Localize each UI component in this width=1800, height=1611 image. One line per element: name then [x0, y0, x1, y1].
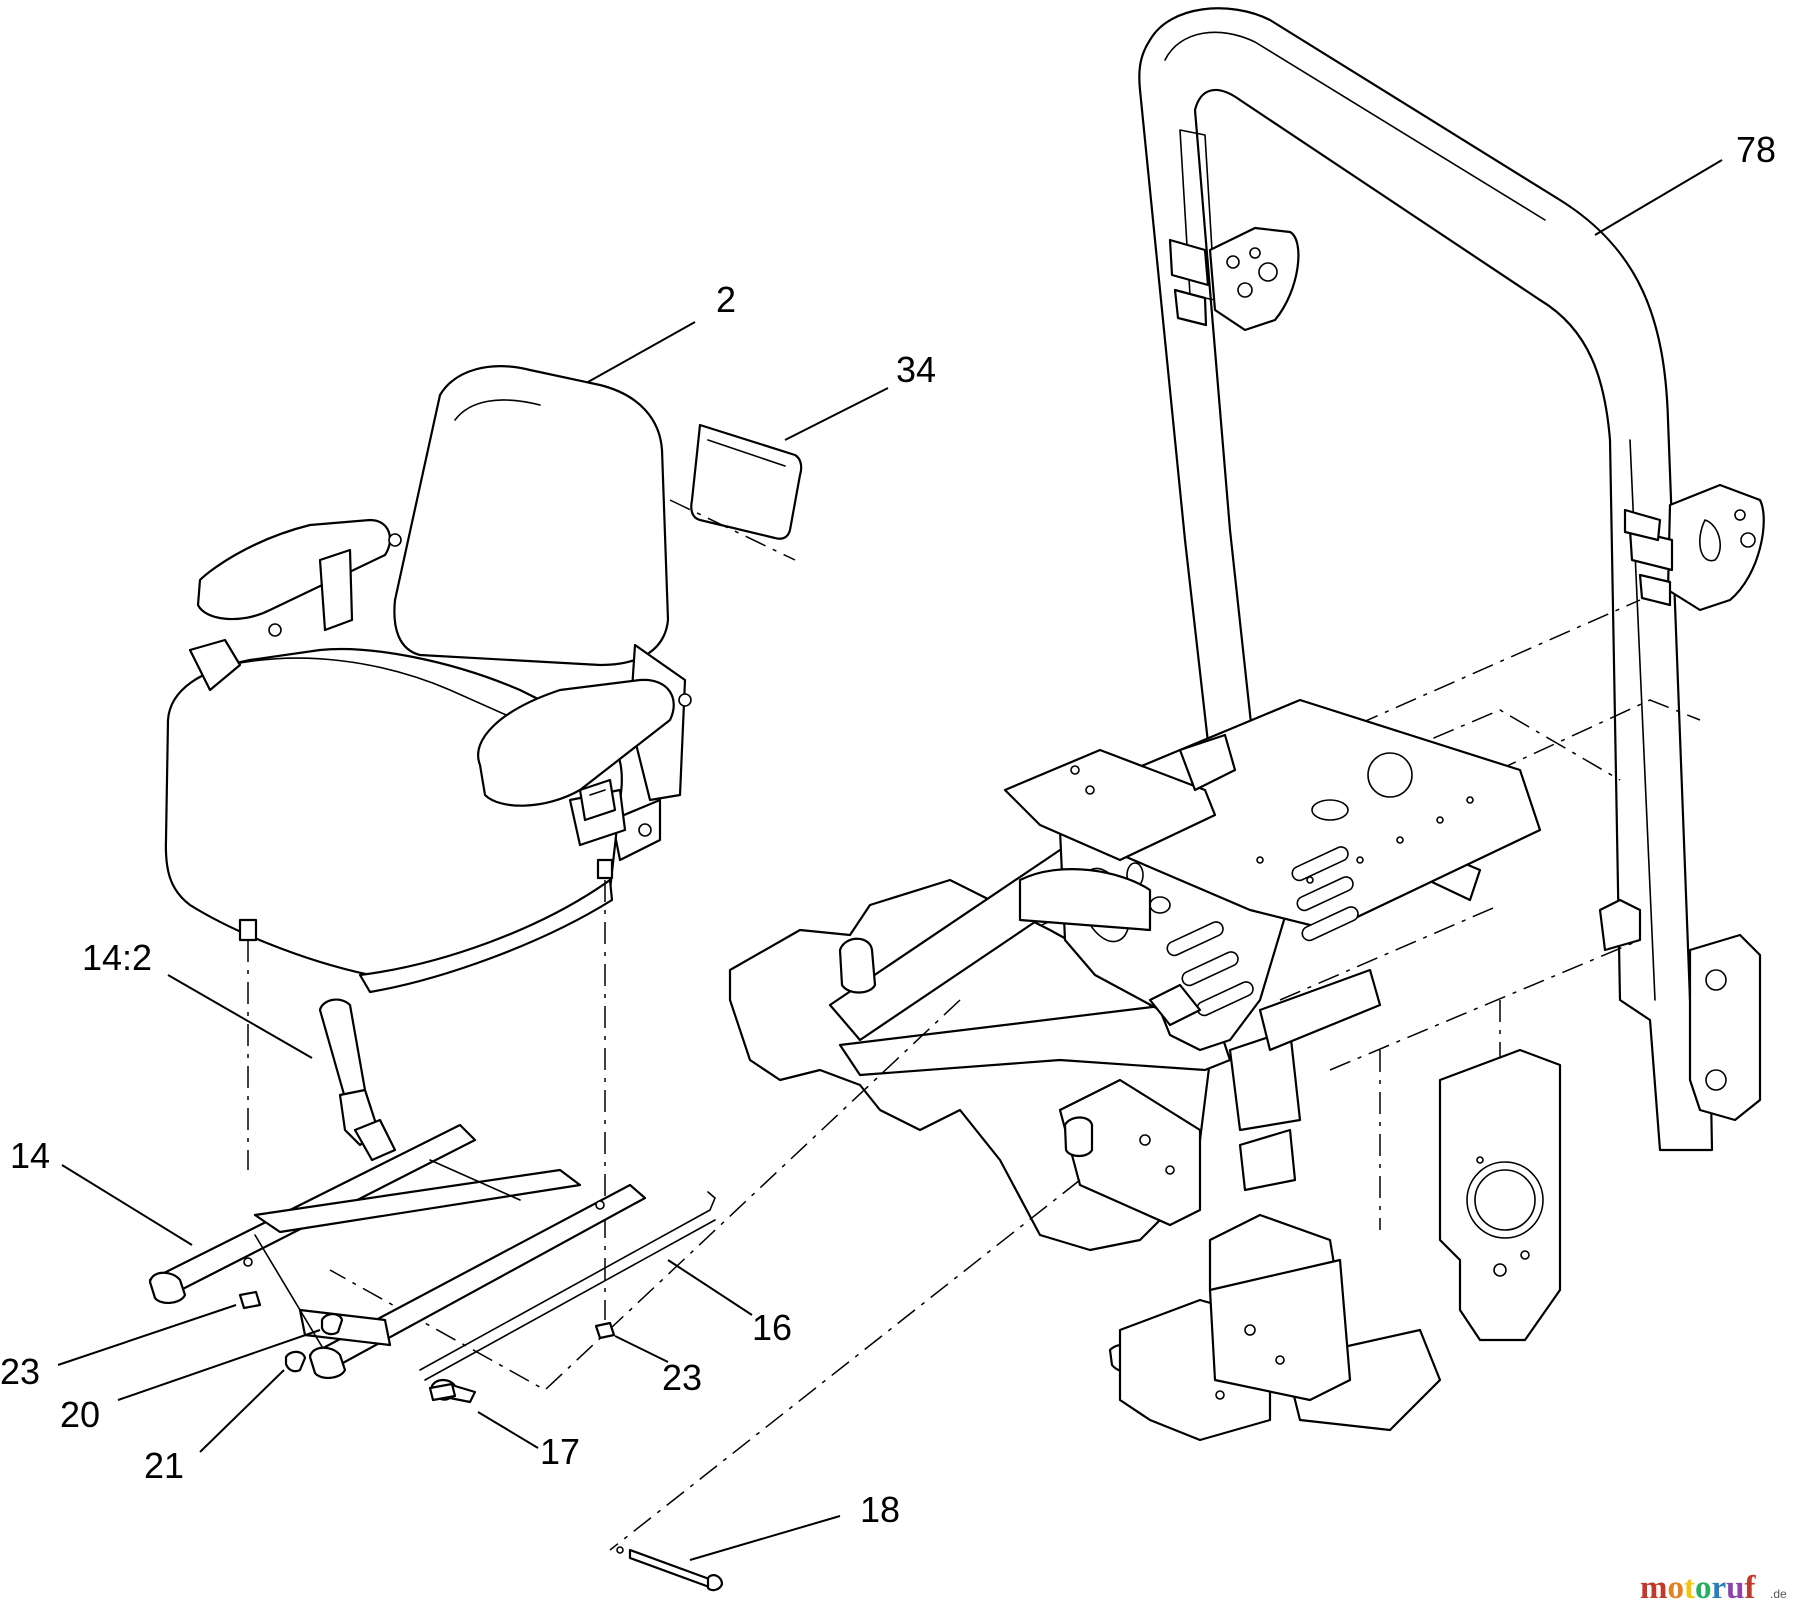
callout-78: 78 [1736, 129, 1776, 170]
leader-14 [61, 1164, 193, 1246]
leader-23-left [57, 1304, 237, 1366]
wm-letter: u [1726, 1570, 1744, 1606]
leader-20 [117, 1329, 321, 1401]
seat-mount-frame [148, 998, 716, 1381]
wm-letter: f [1745, 1570, 1757, 1606]
seat [164, 365, 692, 994]
leader-2 [587, 321, 696, 383]
roll-over-bar [1138, 7, 1765, 1152]
mower-frame [728, 599, 1701, 1442]
leader-16 [667, 1259, 753, 1316]
callout-2: 2 [716, 279, 736, 320]
leader-34 [784, 387, 889, 441]
callout-labels: 2 34 78 14:2 14 16 23 23 20 21 17 18 [0, 129, 1776, 1530]
callout-17: 17 [540, 1431, 580, 1472]
decal-plate [690, 423, 803, 540]
wm-letter: m [1640, 1570, 1668, 1606]
wm-letter: t [1684, 1570, 1695, 1606]
leader-21 [199, 1369, 285, 1453]
callout-34: 34 [896, 349, 936, 390]
callout-21: 21 [144, 1445, 184, 1486]
watermark-suffix: .de [1770, 1587, 1787, 1601]
leader-18 [689, 1515, 841, 1561]
wm-letter: r [1712, 1570, 1727, 1606]
callout-20: 20 [60, 1394, 100, 1435]
wm-letter: o [1668, 1570, 1685, 1606]
callout-leaders [57, 159, 1723, 1561]
callout-14-2: 14:2 [82, 937, 152, 978]
wm-letter: o [1695, 1570, 1712, 1606]
callout-14: 14 [10, 1135, 50, 1176]
leader-14-2 [167, 974, 313, 1059]
leader-78 [1594, 159, 1723, 236]
hardware [238, 1290, 724, 1592]
callout-18: 18 [860, 1489, 900, 1530]
watermark: motoruf .de [1640, 1570, 1787, 1606]
callout-16: 16 [752, 1307, 792, 1348]
leader-17 [477, 1411, 539, 1449]
callout-23-left: 23 [0, 1351, 40, 1392]
callout-23-right: 23 [662, 1357, 702, 1398]
leader-23-right [614, 1335, 669, 1363]
svg-text:motoruf: motoruf [1640, 1570, 1757, 1606]
